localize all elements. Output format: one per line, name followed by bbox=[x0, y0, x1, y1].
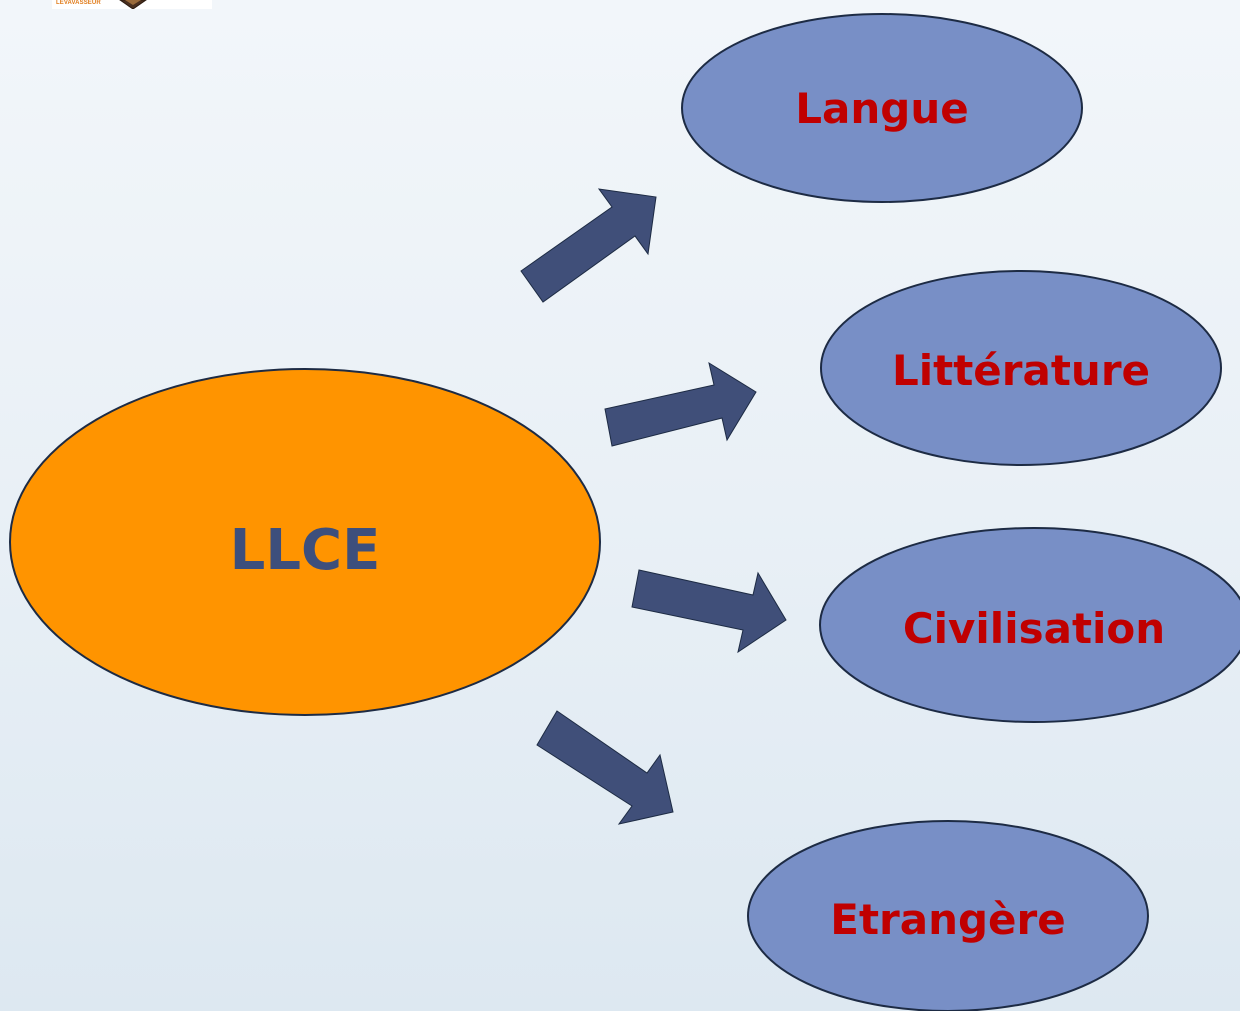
node-label-litterature: Littérature bbox=[892, 346, 1150, 395]
arrow-to-etrangere bbox=[536, 710, 674, 825]
center-node-label: LLCE bbox=[230, 518, 381, 583]
node-label-civilisation: Civilisation bbox=[903, 604, 1165, 653]
shield-icon bbox=[119, 0, 147, 9]
arrow-to-litterature bbox=[604, 361, 757, 447]
arrow-to-langue bbox=[520, 188, 657, 303]
node-label-langue: Langue bbox=[795, 84, 968, 133]
node-label-etrangere: Etrangère bbox=[830, 895, 1065, 944]
school-logo: LEVAVASSEUR bbox=[52, 0, 212, 9]
node-litterature: Littérature bbox=[820, 270, 1222, 466]
center-node: LLCE bbox=[9, 368, 601, 716]
logo-text: LEVAVASSEUR bbox=[56, 0, 101, 6]
node-etrangere: Etrangère bbox=[747, 820, 1149, 1011]
node-civilisation: Civilisation bbox=[819, 527, 1240, 723]
node-langue: Langue bbox=[681, 13, 1083, 203]
arrow-to-civilisation bbox=[631, 569, 787, 654]
